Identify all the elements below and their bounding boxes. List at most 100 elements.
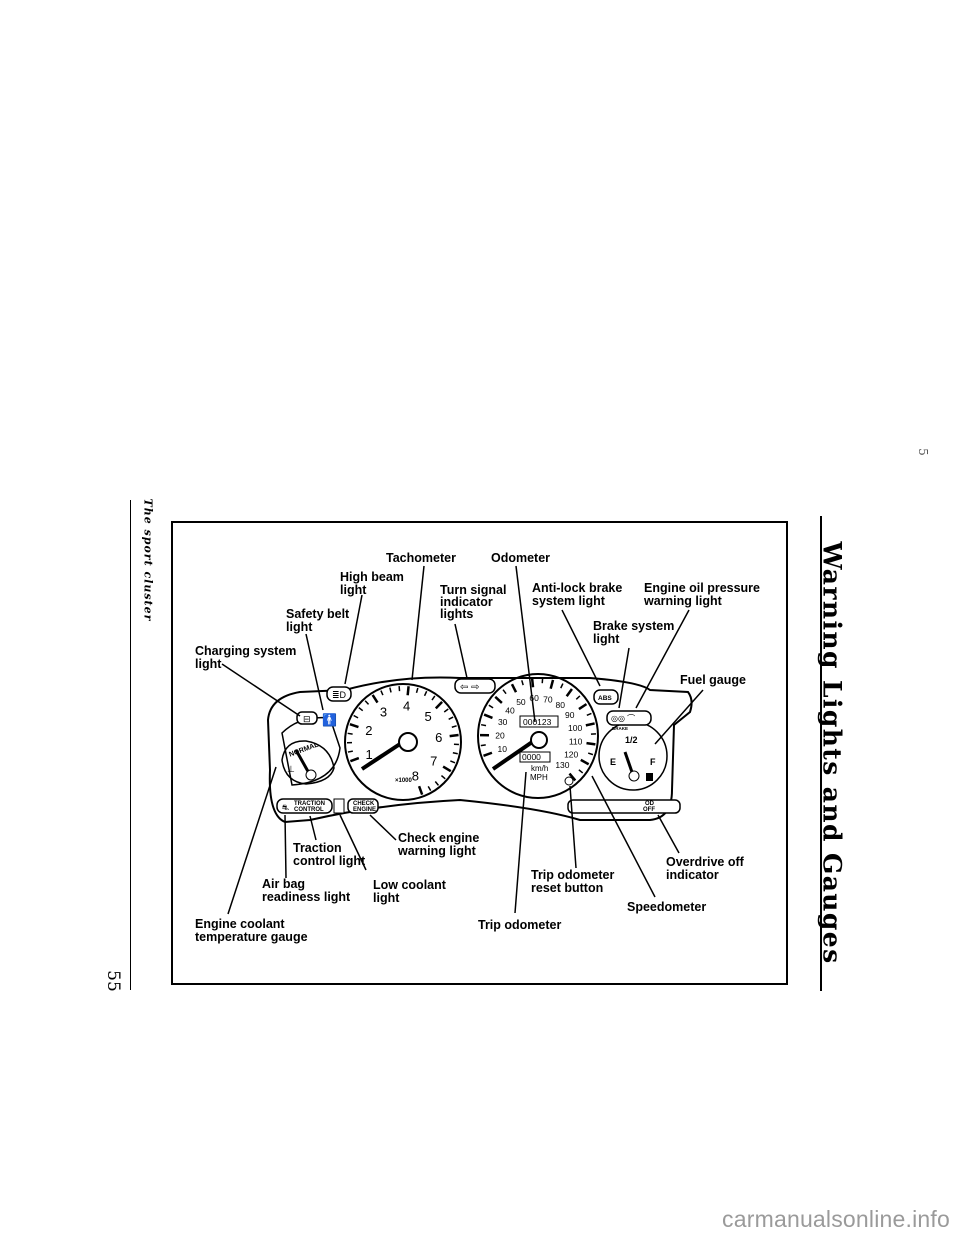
speed-numeral: 80 [556,700,566,710]
speed-tick [483,713,493,720]
label-traction-1: Traction [293,841,342,855]
label-charging-2: light [195,657,222,671]
odometer-window [519,715,559,728]
svg-text:0000: 0000 [522,752,541,762]
overdrive-off-indicator: OD OFF [567,799,681,814]
tach-numeral: 1 [366,747,373,762]
tach-tick [349,756,360,763]
charging-system-light: ⊟ [296,711,318,725]
speed-tick [578,769,584,774]
speed-tick [502,689,507,695]
tach-unit: ×1000 [395,778,413,784]
svg-text:1/2: 1/2 [625,735,638,745]
svg-text:ENGINE: ENGINE [353,807,376,813]
section-rule [820,516,822,991]
label-trip-reset-2: reset button [531,881,603,895]
tachometer-needle [360,740,405,771]
speed-numeral: 100 [568,723,582,733]
label-charging-1: Charging system [195,644,296,658]
tach-tick [442,765,452,773]
tach-numeral: 7 [430,753,437,768]
tach-tick [423,690,428,697]
speed-tick [560,683,564,689]
label-brake-system-2: light [593,632,620,646]
speed-numeral: 50 [516,697,526,707]
label-turn-signal-3: lights [440,607,473,621]
label-airbag-2: readiness light [262,890,351,904]
tach-tick [371,694,379,704]
label-trip-odometer: Trip odometer [478,918,561,932]
label-coolant-gauge-1: Engine coolant [195,917,285,931]
tach-tick [434,780,440,786]
traction-control-light: TRACTION CONTROL ⛐ [276,798,333,814]
safety-belt-light: 🚹 [322,713,337,727]
speed-numeral: 130 [555,760,569,770]
label-trip-reset-1: Trip odometer [531,868,614,882]
label-antilock-2: system light [532,594,606,608]
speed-tick [480,723,487,727]
fuel-pump-icon [646,773,653,781]
tach-tick [389,687,392,693]
tach-tick [417,785,424,796]
speed-numeral: 90 [565,710,575,720]
label-tachometer: Tachometer [386,551,456,565]
svg-text:OD: OD [645,801,655,807]
label-low-coolant-2: light [373,891,400,905]
tach-tick [450,760,456,764]
label-odometer: Odometer [491,551,550,565]
label-safety-belt-2: light [286,620,313,634]
trip-odometer-window [519,751,551,763]
speed-numeral: 30 [498,717,508,727]
speed-tick [578,703,588,711]
speed-numeral: 60 [529,693,539,703]
tach-tick [415,687,419,694]
tach-numeral: 6 [435,730,442,745]
check-engine-light: CHECK ENGINE [347,798,379,814]
label-check-engine-1: Check engine [398,831,479,845]
anti-lock-brake-light: ABS [593,689,619,705]
speedometer-needle [491,736,540,771]
speed-tick [580,758,590,766]
speed-numeral: 70 [543,694,553,704]
low-coolant-light [333,798,345,814]
speed-tick [586,712,592,717]
speed-tick [585,722,595,727]
speed-tick [510,683,518,693]
svg-text:MPH: MPH [530,773,548,782]
speed-numeral: 120 [564,749,578,759]
speed-tick [483,751,493,758]
svg-text:E: E [610,757,616,767]
label-overdrive-2: indicator [666,868,719,882]
tach-numeral: 8 [412,768,419,783]
coolant-temp-gauge: NORMAL ⊥ [281,740,335,785]
tach-tick [440,774,446,780]
svg-text:F: F [650,757,656,767]
tach-tick [449,733,459,738]
svg-text:⛐: ⛐ [282,803,289,812]
tach-tick [353,714,359,719]
svg-text:CHECK: CHECK [353,801,375,807]
tach-tick [364,700,370,705]
speed-numeral: 40 [505,705,515,715]
tach-tick [380,690,384,696]
tach-tick [349,722,359,729]
label-antilock-1: Anti-lock brake [532,581,622,595]
speed-tick [575,695,581,700]
speed-numeral: 20 [495,730,505,740]
label-turn-signal-1: Turn signal [440,583,506,597]
speed-numeral: 10 [498,744,508,754]
tach-tick [452,751,458,755]
tach-tick [427,785,432,792]
trip-reset-button [564,776,574,786]
label-oil-pressure-2: warning light [643,594,723,608]
svg-text:🚹: 🚹 [322,713,337,727]
speed-tick [494,695,503,704]
label-high-beam-2: light [340,583,367,597]
svg-text:◎◎ ⌒: ◎◎ ⌒ [611,714,635,723]
figure-frame [171,521,788,985]
speed-tick [587,752,594,756]
svg-text:km/h: km/h [531,764,548,773]
svg-text:⊟: ⊟ [303,714,311,724]
